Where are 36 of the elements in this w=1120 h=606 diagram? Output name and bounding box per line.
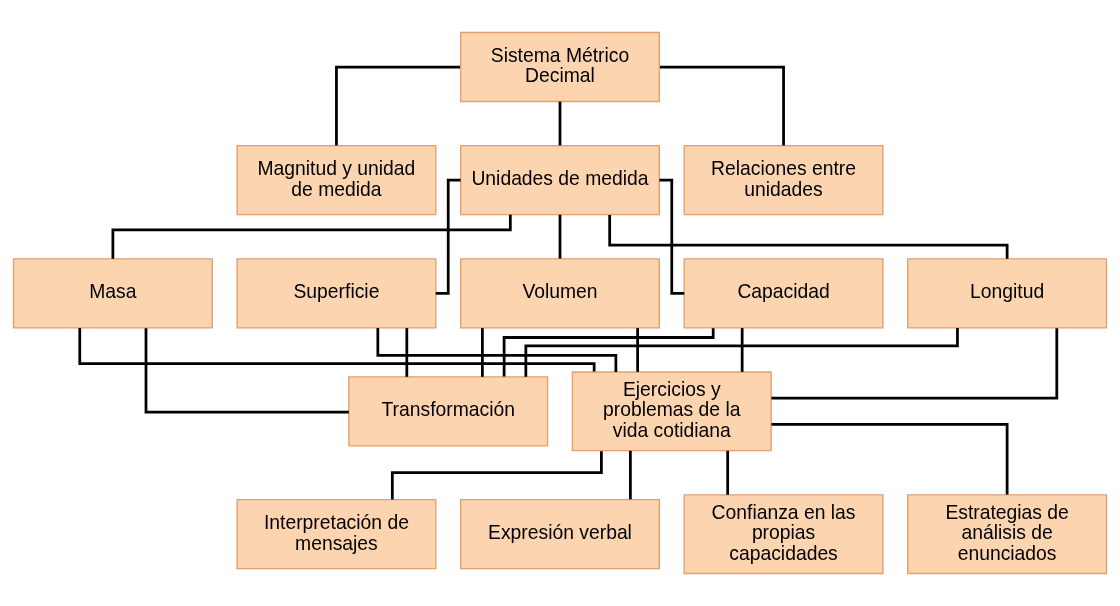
connector — [502, 328, 715, 377]
connector — [629, 450, 632, 500]
connector — [78, 328, 596, 372]
connector — [144, 328, 349, 414]
node-box: Volumen — [459, 258, 661, 329]
node-box: Sistema Métrico Decimal — [459, 31, 661, 103]
node-box: Superficie — [236, 258, 437, 329]
node-box: Magnitud y unidad de medida — [236, 145, 437, 216]
connector — [111, 214, 512, 259]
connector — [771, 423, 1009, 495]
connector — [636, 328, 639, 372]
node-box: Unidades de medida — [459, 145, 661, 216]
connector — [659, 178, 685, 295]
node-box: Expresión verbal — [459, 498, 661, 570]
node-box: Interpretación de mensajes — [236, 498, 437, 570]
connector — [405, 328, 409, 377]
connector — [771, 328, 1059, 400]
connector — [558, 101, 562, 146]
node-box: Capacidad — [683, 258, 884, 329]
connector — [435, 178, 461, 295]
node-box: Longitud — [907, 258, 1108, 329]
connector — [558, 214, 562, 259]
connector — [740, 328, 744, 372]
connector — [390, 451, 603, 500]
connector — [335, 65, 460, 146]
connector — [608, 214, 1009, 259]
connector — [481, 328, 484, 377]
node-box: Relaciones entre unidades — [683, 145, 884, 216]
node-box: Masa — [12, 258, 213, 329]
connector — [660, 65, 785, 146]
node-box: Confianza en las propias capacidades — [683, 494, 884, 575]
node-box: Estrategias de análisis de enunciados — [907, 494, 1108, 575]
node-box: Transformación — [348, 376, 549, 447]
connector — [726, 450, 730, 495]
connector — [376, 328, 618, 372]
node-box: Ejercicios y problemas de la vida cotidiana — [571, 371, 772, 452]
